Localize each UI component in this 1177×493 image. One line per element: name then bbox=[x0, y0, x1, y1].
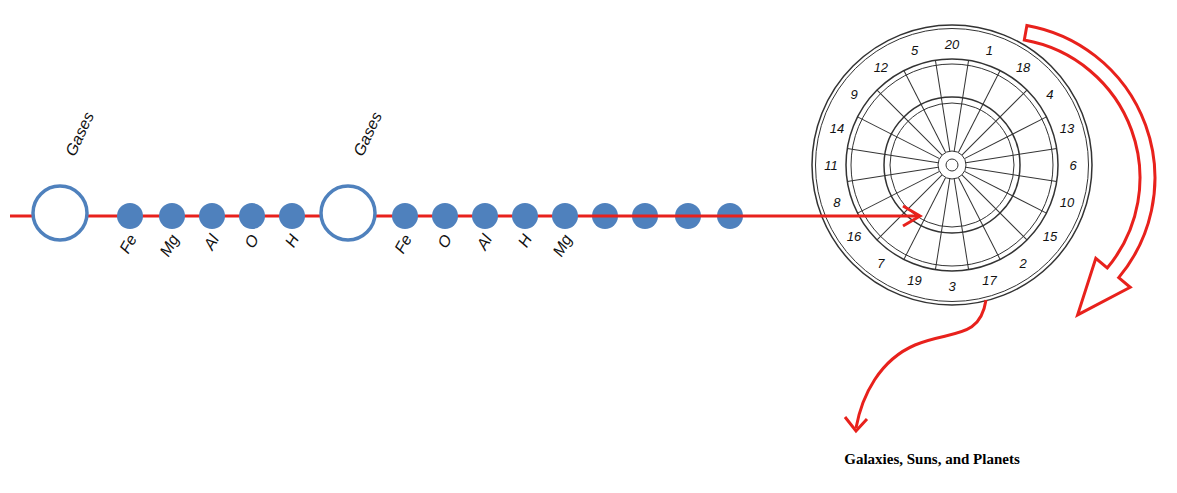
dot-shape bbox=[431, 202, 459, 230]
element-dot: H bbox=[511, 202, 539, 230]
gas-circle: Gases bbox=[318, 183, 378, 243]
dot-fill bbox=[552, 203, 578, 229]
outer-bull bbox=[938, 151, 966, 179]
element-label: O bbox=[241, 232, 262, 252]
board-number: 11 bbox=[824, 159, 838, 172]
gas-label: Gases bbox=[350, 109, 385, 158]
board-rim bbox=[812, 25, 1092, 305]
output-arrow bbox=[845, 300, 986, 431]
dot-shape bbox=[116, 202, 144, 230]
element-dot: Fe bbox=[391, 202, 419, 230]
dot-shape bbox=[238, 202, 266, 230]
gas-circle: Gases bbox=[30, 183, 90, 243]
element-dot: Al bbox=[198, 202, 226, 230]
element-label: H bbox=[515, 232, 536, 251]
board-number: 20 bbox=[945, 38, 959, 51]
gas-outline bbox=[30, 183, 90, 243]
board-number: 7 bbox=[877, 256, 884, 269]
board-rim bbox=[816, 29, 1089, 302]
main-arrow bbox=[10, 206, 920, 226]
rotation-arrow bbox=[1024, 25, 1155, 315]
element-label: Mg bbox=[156, 232, 182, 260]
board-number: 15 bbox=[1043, 230, 1057, 243]
arrow-head bbox=[903, 206, 920, 226]
dot-shape bbox=[551, 202, 579, 230]
gas-circle-outline bbox=[33, 186, 87, 240]
dot-shape bbox=[511, 202, 539, 230]
board-number: 12 bbox=[874, 61, 888, 74]
dot-shape bbox=[198, 202, 226, 230]
arrow-line bbox=[10, 215, 918, 218]
dot-fill bbox=[392, 203, 418, 229]
board-number: 18 bbox=[1016, 61, 1030, 74]
board-number: 3 bbox=[948, 280, 955, 293]
dot-shape bbox=[158, 202, 186, 230]
board-number: 1 bbox=[986, 43, 993, 56]
element-dot: Al bbox=[471, 202, 499, 230]
arrow-head bbox=[845, 417, 867, 431]
element-label: Fe bbox=[391, 232, 416, 257]
element-dot: O bbox=[431, 202, 459, 230]
board-number: 16 bbox=[847, 230, 861, 243]
double-ring bbox=[846, 59, 1058, 271]
dot-fill bbox=[512, 203, 538, 229]
dartboard bbox=[812, 25, 1092, 305]
output-curve bbox=[856, 300, 986, 428]
element-dot: O bbox=[238, 202, 266, 230]
board-number: 14 bbox=[830, 121, 844, 134]
element-label: Al bbox=[200, 232, 222, 253]
board-number: 9 bbox=[850, 87, 857, 100]
dot-fill bbox=[199, 203, 225, 229]
dot-fill bbox=[279, 203, 305, 229]
element-label: H bbox=[282, 232, 303, 251]
dot-fill bbox=[432, 203, 458, 229]
element-label: Mg bbox=[549, 232, 575, 260]
dot-shape bbox=[278, 202, 306, 230]
board-number: 8 bbox=[833, 196, 840, 209]
dot-fill bbox=[472, 203, 498, 229]
board-number: 5 bbox=[911, 43, 918, 56]
board-number: 17 bbox=[982, 274, 996, 287]
dot-fill bbox=[117, 203, 143, 229]
gas-circle-outline bbox=[321, 186, 375, 240]
board-number: 19 bbox=[907, 274, 921, 287]
board-number: 4 bbox=[1046, 87, 1053, 100]
gas-label: Gases bbox=[62, 109, 97, 158]
board-number: 2 bbox=[1019, 256, 1026, 269]
element-dot: Fe bbox=[116, 202, 144, 230]
bullseye bbox=[946, 159, 958, 171]
element-label: Fe bbox=[116, 232, 141, 257]
element-label: Al bbox=[473, 232, 495, 253]
board-number: 10 bbox=[1060, 196, 1074, 209]
dot-fill bbox=[239, 203, 265, 229]
output-caption: Galaxies, Suns, and Planets bbox=[844, 450, 1019, 468]
element-dot: Mg bbox=[158, 202, 186, 230]
element-dot: H bbox=[278, 202, 306, 230]
board-spokes bbox=[847, 60, 1056, 269]
double-ring bbox=[851, 64, 1053, 266]
gas-outline bbox=[318, 183, 378, 243]
element-dot: Mg bbox=[551, 202, 579, 230]
board-number: 6 bbox=[1069, 159, 1076, 172]
element-label: O bbox=[434, 232, 455, 252]
dot-shape bbox=[391, 202, 419, 230]
dot-fill bbox=[159, 203, 185, 229]
board-number: 13 bbox=[1060, 121, 1074, 134]
dot-shape bbox=[471, 202, 499, 230]
